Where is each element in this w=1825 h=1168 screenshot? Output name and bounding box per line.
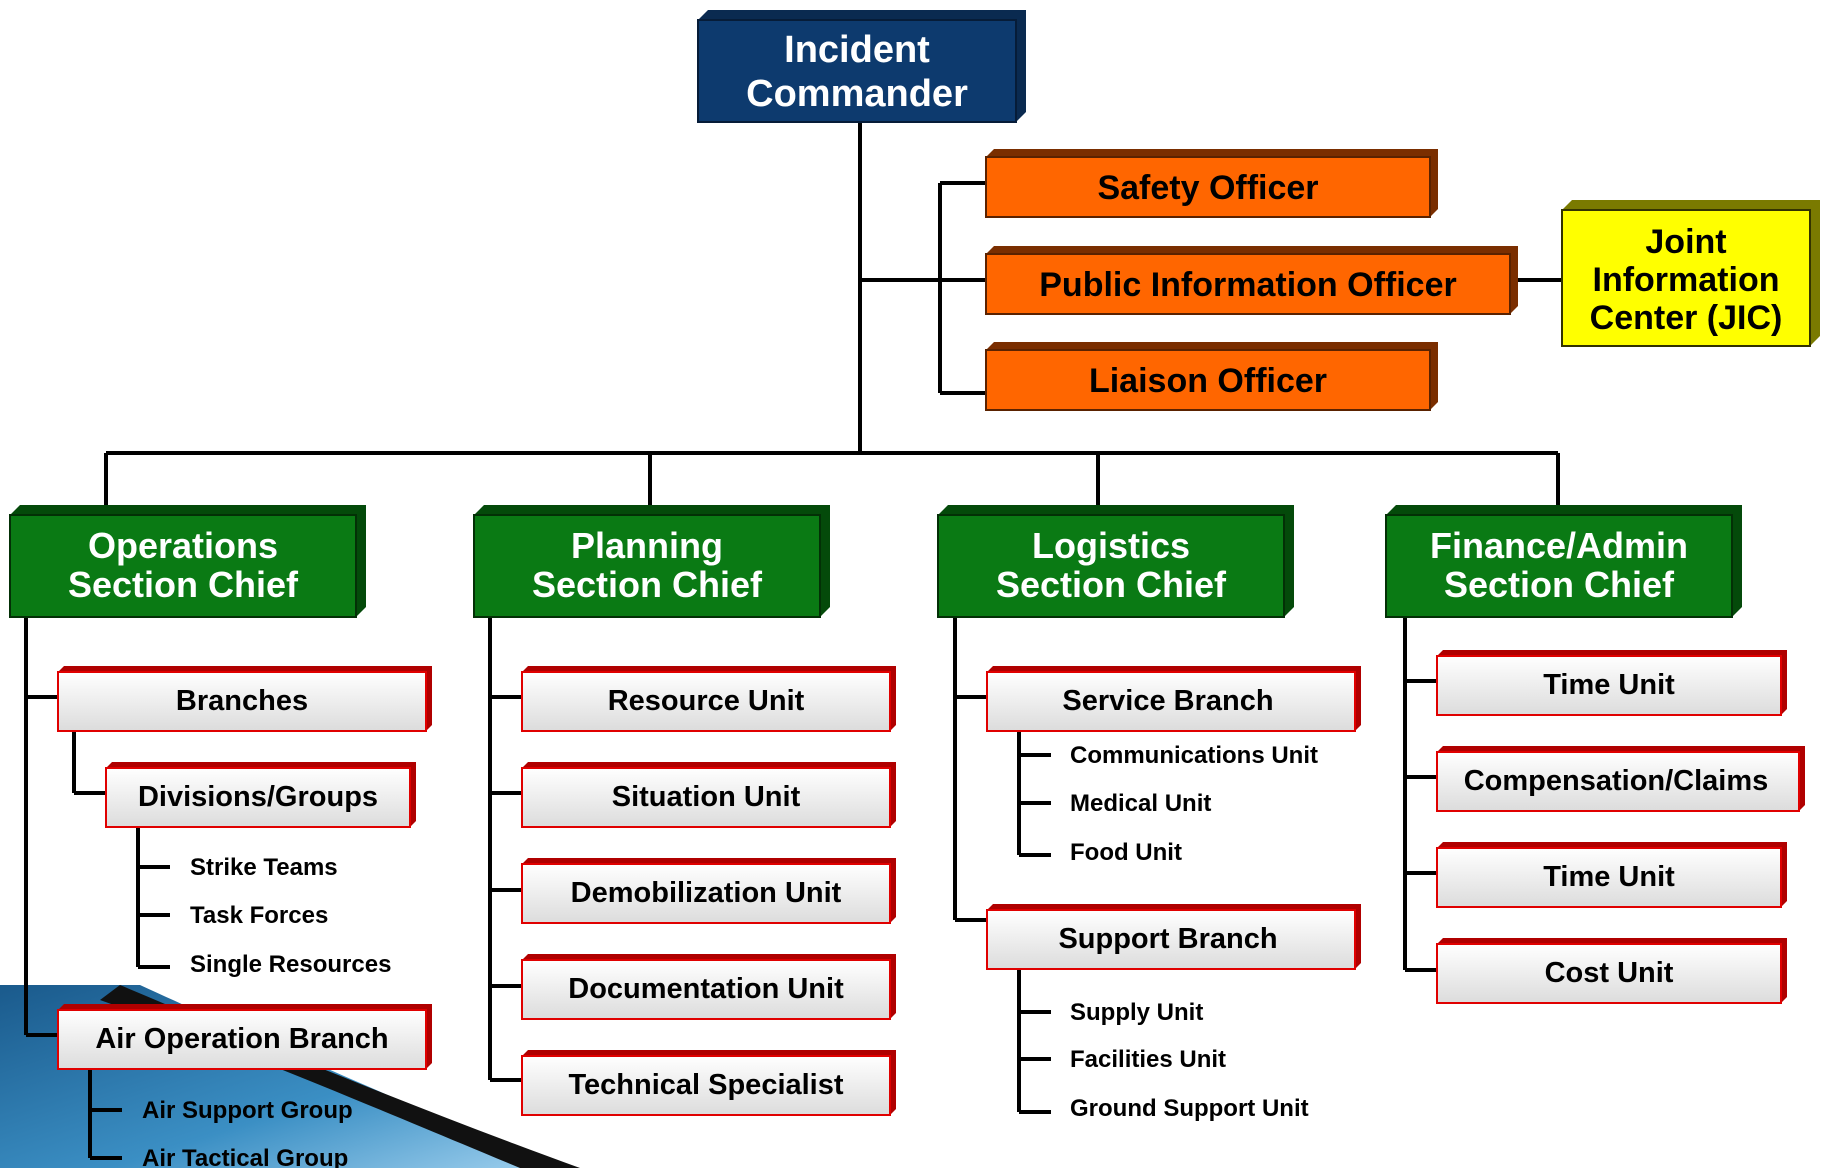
compensation-claims-label: Compensation/Claims xyxy=(1464,765,1769,797)
technical-specialist-box: Technical Specialist xyxy=(521,1050,896,1116)
finance-label-line1: Finance/Admin xyxy=(1430,525,1688,566)
resource-unit-box: Resource Unit xyxy=(521,666,896,732)
commander-label-line1: Incident xyxy=(784,29,930,71)
finance-label-line2: Section Chief xyxy=(1444,564,1675,605)
branches-box: Branches xyxy=(57,666,432,732)
air-support-group-label: Air Support Group xyxy=(142,1097,353,1124)
supply-unit-label: Supply Unit xyxy=(1070,999,1203,1026)
communications-unit-label: Communications Unit xyxy=(1070,742,1318,769)
documentation-unit-box: Documentation Unit xyxy=(521,954,896,1020)
logistics-label-line2: Section Chief xyxy=(996,564,1227,605)
public-information-officer-box: Public Information Officer xyxy=(985,246,1518,315)
liaison-officer-label: Liaison Officer xyxy=(1089,362,1327,400)
strike-teams-label: Strike Teams xyxy=(190,854,338,881)
connector-lines xyxy=(24,122,1562,1160)
planning-label-line1: Planning xyxy=(571,525,723,566)
demobilization-unit-label: Demobilization Unit xyxy=(571,877,842,909)
support-branch-box: Support Branch xyxy=(986,904,1361,970)
air-operation-branch-label: Air Operation Branch xyxy=(95,1023,388,1055)
liaison-officer-box: Liaison Officer xyxy=(985,342,1438,411)
public-information-officer-label: Public Information Officer xyxy=(1039,266,1456,304)
jic-label-line2: Information xyxy=(1593,261,1780,299)
logistics-label-line1: Logistics xyxy=(1032,525,1190,566)
medical-unit-label: Medical Unit xyxy=(1070,790,1211,817)
cost-unit-label: Cost Unit xyxy=(1545,957,1674,989)
divisions-groups-box: Divisions/Groups xyxy=(105,762,416,828)
commander-label-line2: Commander xyxy=(746,73,968,115)
safety-officer-box: Safety Officer xyxy=(985,149,1438,218)
incident-commander-box: Incident Commander xyxy=(697,10,1026,123)
operations-label-line1: Operations xyxy=(88,525,278,566)
operations-label-line2: Section Chief xyxy=(68,564,299,605)
divisions-groups-label: Divisions/Groups xyxy=(138,781,378,813)
planning-label-line2: Section Chief xyxy=(532,564,763,605)
jic-label-line3: Center (JIC) xyxy=(1590,299,1783,337)
finance-time-unit-label: Time Unit xyxy=(1543,669,1675,701)
single-resources-label: Single Resources xyxy=(190,951,391,978)
food-unit-label: Food Unit xyxy=(1070,839,1182,866)
resource-unit-label: Resource Unit xyxy=(608,685,805,717)
technical-specialist-label: Technical Specialist xyxy=(568,1069,843,1101)
ground-support-unit-label: Ground Support Unit xyxy=(1070,1095,1309,1122)
finance-time-unit-2-label: Time Unit xyxy=(1543,861,1675,893)
compensation-claims-box: Compensation/Claims xyxy=(1436,746,1805,812)
support-branch-label: Support Branch xyxy=(1058,923,1277,955)
service-branch-label: Service Branch xyxy=(1062,685,1273,717)
jic-box: Joint Information Center (JIC) xyxy=(1561,200,1820,347)
facilities-unit-label: Facilities Unit xyxy=(1070,1046,1226,1073)
safety-officer-label: Safety Officer xyxy=(1097,169,1318,207)
finance-time-unit-2-box: Time Unit xyxy=(1436,842,1787,908)
service-branch-box: Service Branch xyxy=(986,666,1361,732)
finance-section-box: Finance/Admin Section Chief xyxy=(1385,505,1742,618)
jic-label-line1: Joint xyxy=(1645,223,1726,261)
situation-unit-box: Situation Unit xyxy=(521,762,896,828)
air-operation-branch-box: Air Operation Branch xyxy=(57,1004,432,1070)
planning-section-box: Planning Section Chief xyxy=(473,505,830,618)
branches-label: Branches xyxy=(176,685,308,717)
cost-unit-box: Cost Unit xyxy=(1436,938,1787,1004)
documentation-unit-label: Documentation Unit xyxy=(568,973,844,1005)
task-forces-label: Task Forces xyxy=(190,902,328,929)
demobilization-unit-box: Demobilization Unit xyxy=(521,858,896,924)
air-tactical-group-label: Air Tactical Group xyxy=(142,1145,348,1168)
operations-section-box: Operations Section Chief xyxy=(9,505,366,618)
finance-time-unit-box: Time Unit xyxy=(1436,650,1787,716)
situation-unit-label: Situation Unit xyxy=(612,781,801,813)
logistics-section-box: Logistics Section Chief xyxy=(937,505,1294,618)
